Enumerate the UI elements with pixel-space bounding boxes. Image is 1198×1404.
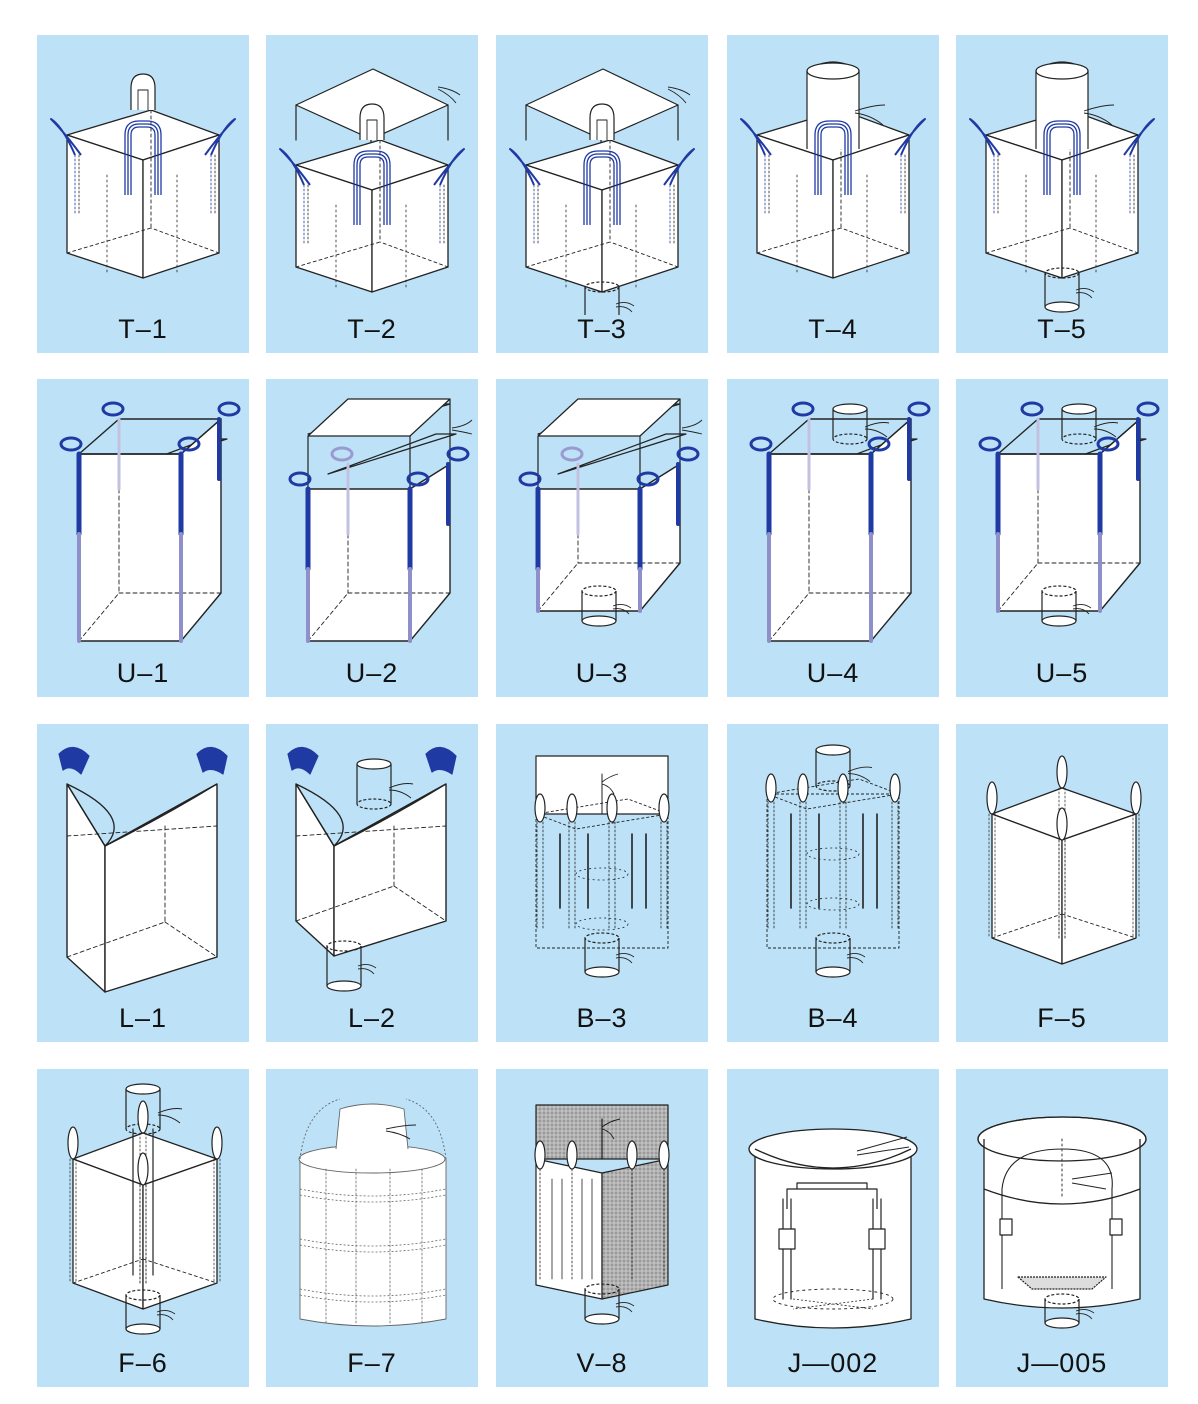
bag-panel-t4: T–4 <box>727 35 939 353</box>
bag-panel-j002: J—002 <box>727 1069 939 1387</box>
bag-label: T–3 <box>577 314 627 344</box>
bag-panel-b4: B–4 <box>727 724 939 1042</box>
bag-label: F–6 <box>118 1348 168 1378</box>
bag-panel-t3: T–3 <box>496 35 708 353</box>
u-panel-bag-inlet-outlet-spout-icon <box>978 401 1160 627</box>
bag-panel-u2: U–2 <box>266 379 478 697</box>
bag-label: T–5 <box>1037 314 1087 344</box>
bag-label: B–3 <box>576 1003 628 1033</box>
bag-label: J—002 <box>787 1348 879 1378</box>
bag-label: U–3 <box>575 658 629 688</box>
bag-panel-t5: T–5 <box>956 35 1168 353</box>
bag-panel-u4: U–4 <box>727 379 939 697</box>
bag-label: B–4 <box>807 1003 859 1033</box>
bag-panel-v8: V–8 <box>496 1069 708 1387</box>
baffle-bag-tunnel-lift-skirt-top-icon <box>279 68 465 293</box>
bag-label: U–5 <box>1035 658 1089 688</box>
four-loop-bag-open-top-icon <box>986 755 1142 965</box>
bag-panel-u1: U–1 <box>37 379 249 697</box>
u-panel-bag-skirt-spout-icon <box>518 398 703 627</box>
bag-panel-b3: B–3 <box>496 724 708 1042</box>
bag-label: L–1 <box>118 1003 168 1033</box>
bag-label: F–7 <box>347 1348 397 1378</box>
bag-panel-u5: U–5 <box>956 379 1168 697</box>
ventilated-bag-skirt-spout-icon <box>534 1104 670 1325</box>
bag-label: T–2 <box>347 314 397 344</box>
bag-panel-f5: F–5 <box>956 724 1168 1042</box>
sling-bag-open-top-icon <box>58 746 228 993</box>
bag-label: T–4 <box>808 314 858 344</box>
sling-bag-inlet-outlet-spout-icon <box>287 746 457 992</box>
baffle-bag-tunnel-lift-inlet-outlet-spout-icon <box>969 61 1155 313</box>
bag-panel-t2: T–2 <box>266 35 478 353</box>
baffle-bag-tunnel-lift-inlet-spout-icon <box>740 61 926 279</box>
u-panel-bag-skirt-top-icon <box>288 398 473 643</box>
bag-panel-f6: F–6 <box>37 1069 249 1387</box>
u-panel-bag-inlet-spout-icon <box>749 401 931 643</box>
bag-label: L–2 <box>347 1003 397 1033</box>
bag-label: U–1 <box>116 658 170 688</box>
four-loop-bag-inlet-outlet-spout-icon <box>67 1083 223 1335</box>
u-panel-bag-open-top-icon <box>59 401 241 643</box>
bag-panel-u3: U–3 <box>496 379 708 697</box>
cylindrical-bag-outlet-spout-icon <box>977 1116 1147 1329</box>
baffle-bag-skirt-spout-icon <box>534 755 670 978</box>
bag-label: V–8 <box>576 1348 628 1378</box>
circular-bag-duffle-top-icon <box>298 1098 447 1327</box>
bag-panel-l1: L–1 <box>37 724 249 1042</box>
bag-label: J—005 <box>1016 1348 1108 1378</box>
bag-label: F–5 <box>1037 1003 1087 1033</box>
bag-panel-f7: F–7 <box>266 1069 478 1387</box>
bag-panel-t1: T–1 <box>37 35 249 353</box>
baffle-bag-inlet-outlet-spout-icon <box>765 744 901 978</box>
cylindrical-bag-open-top-icon <box>748 1128 918 1329</box>
baffle-bag-tunnel-lift-skirt-spout-icon <box>509 68 695 315</box>
baffle-bag-tunnel-lift-top-icon <box>50 73 236 279</box>
bag-panel-j005: J—005 <box>956 1069 1168 1387</box>
bag-panel-l2: L–2 <box>266 724 478 1042</box>
bag-label: U–2 <box>345 658 399 688</box>
bag-label: T–1 <box>118 314 168 344</box>
bag-label: U–4 <box>806 658 860 688</box>
